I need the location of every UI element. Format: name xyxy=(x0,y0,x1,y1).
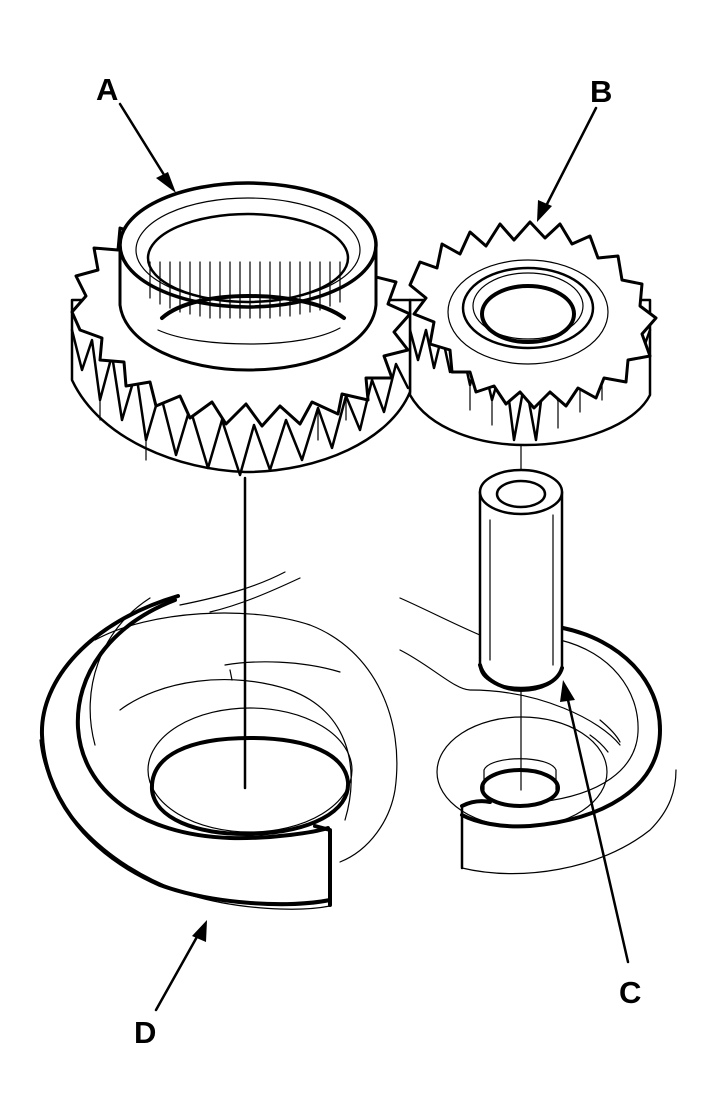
callout-label-d: D xyxy=(134,1015,156,1050)
leader-arrows xyxy=(118,102,630,1012)
large-gear-a xyxy=(70,181,412,477)
callout-label-b: B xyxy=(590,74,612,109)
leader-arrow-c xyxy=(560,680,630,964)
callout-label-c: C xyxy=(619,975,641,1010)
leader-arrow-b xyxy=(537,106,598,222)
leader-arrow-a xyxy=(118,102,176,193)
assembly-lines xyxy=(243,444,522,791)
small-gear-b xyxy=(408,220,658,447)
leader-arrow-d xyxy=(154,920,207,1012)
callout-label-a: A xyxy=(96,72,118,107)
housing-plate-d xyxy=(39,571,677,910)
dowel-pin-c xyxy=(478,468,564,692)
